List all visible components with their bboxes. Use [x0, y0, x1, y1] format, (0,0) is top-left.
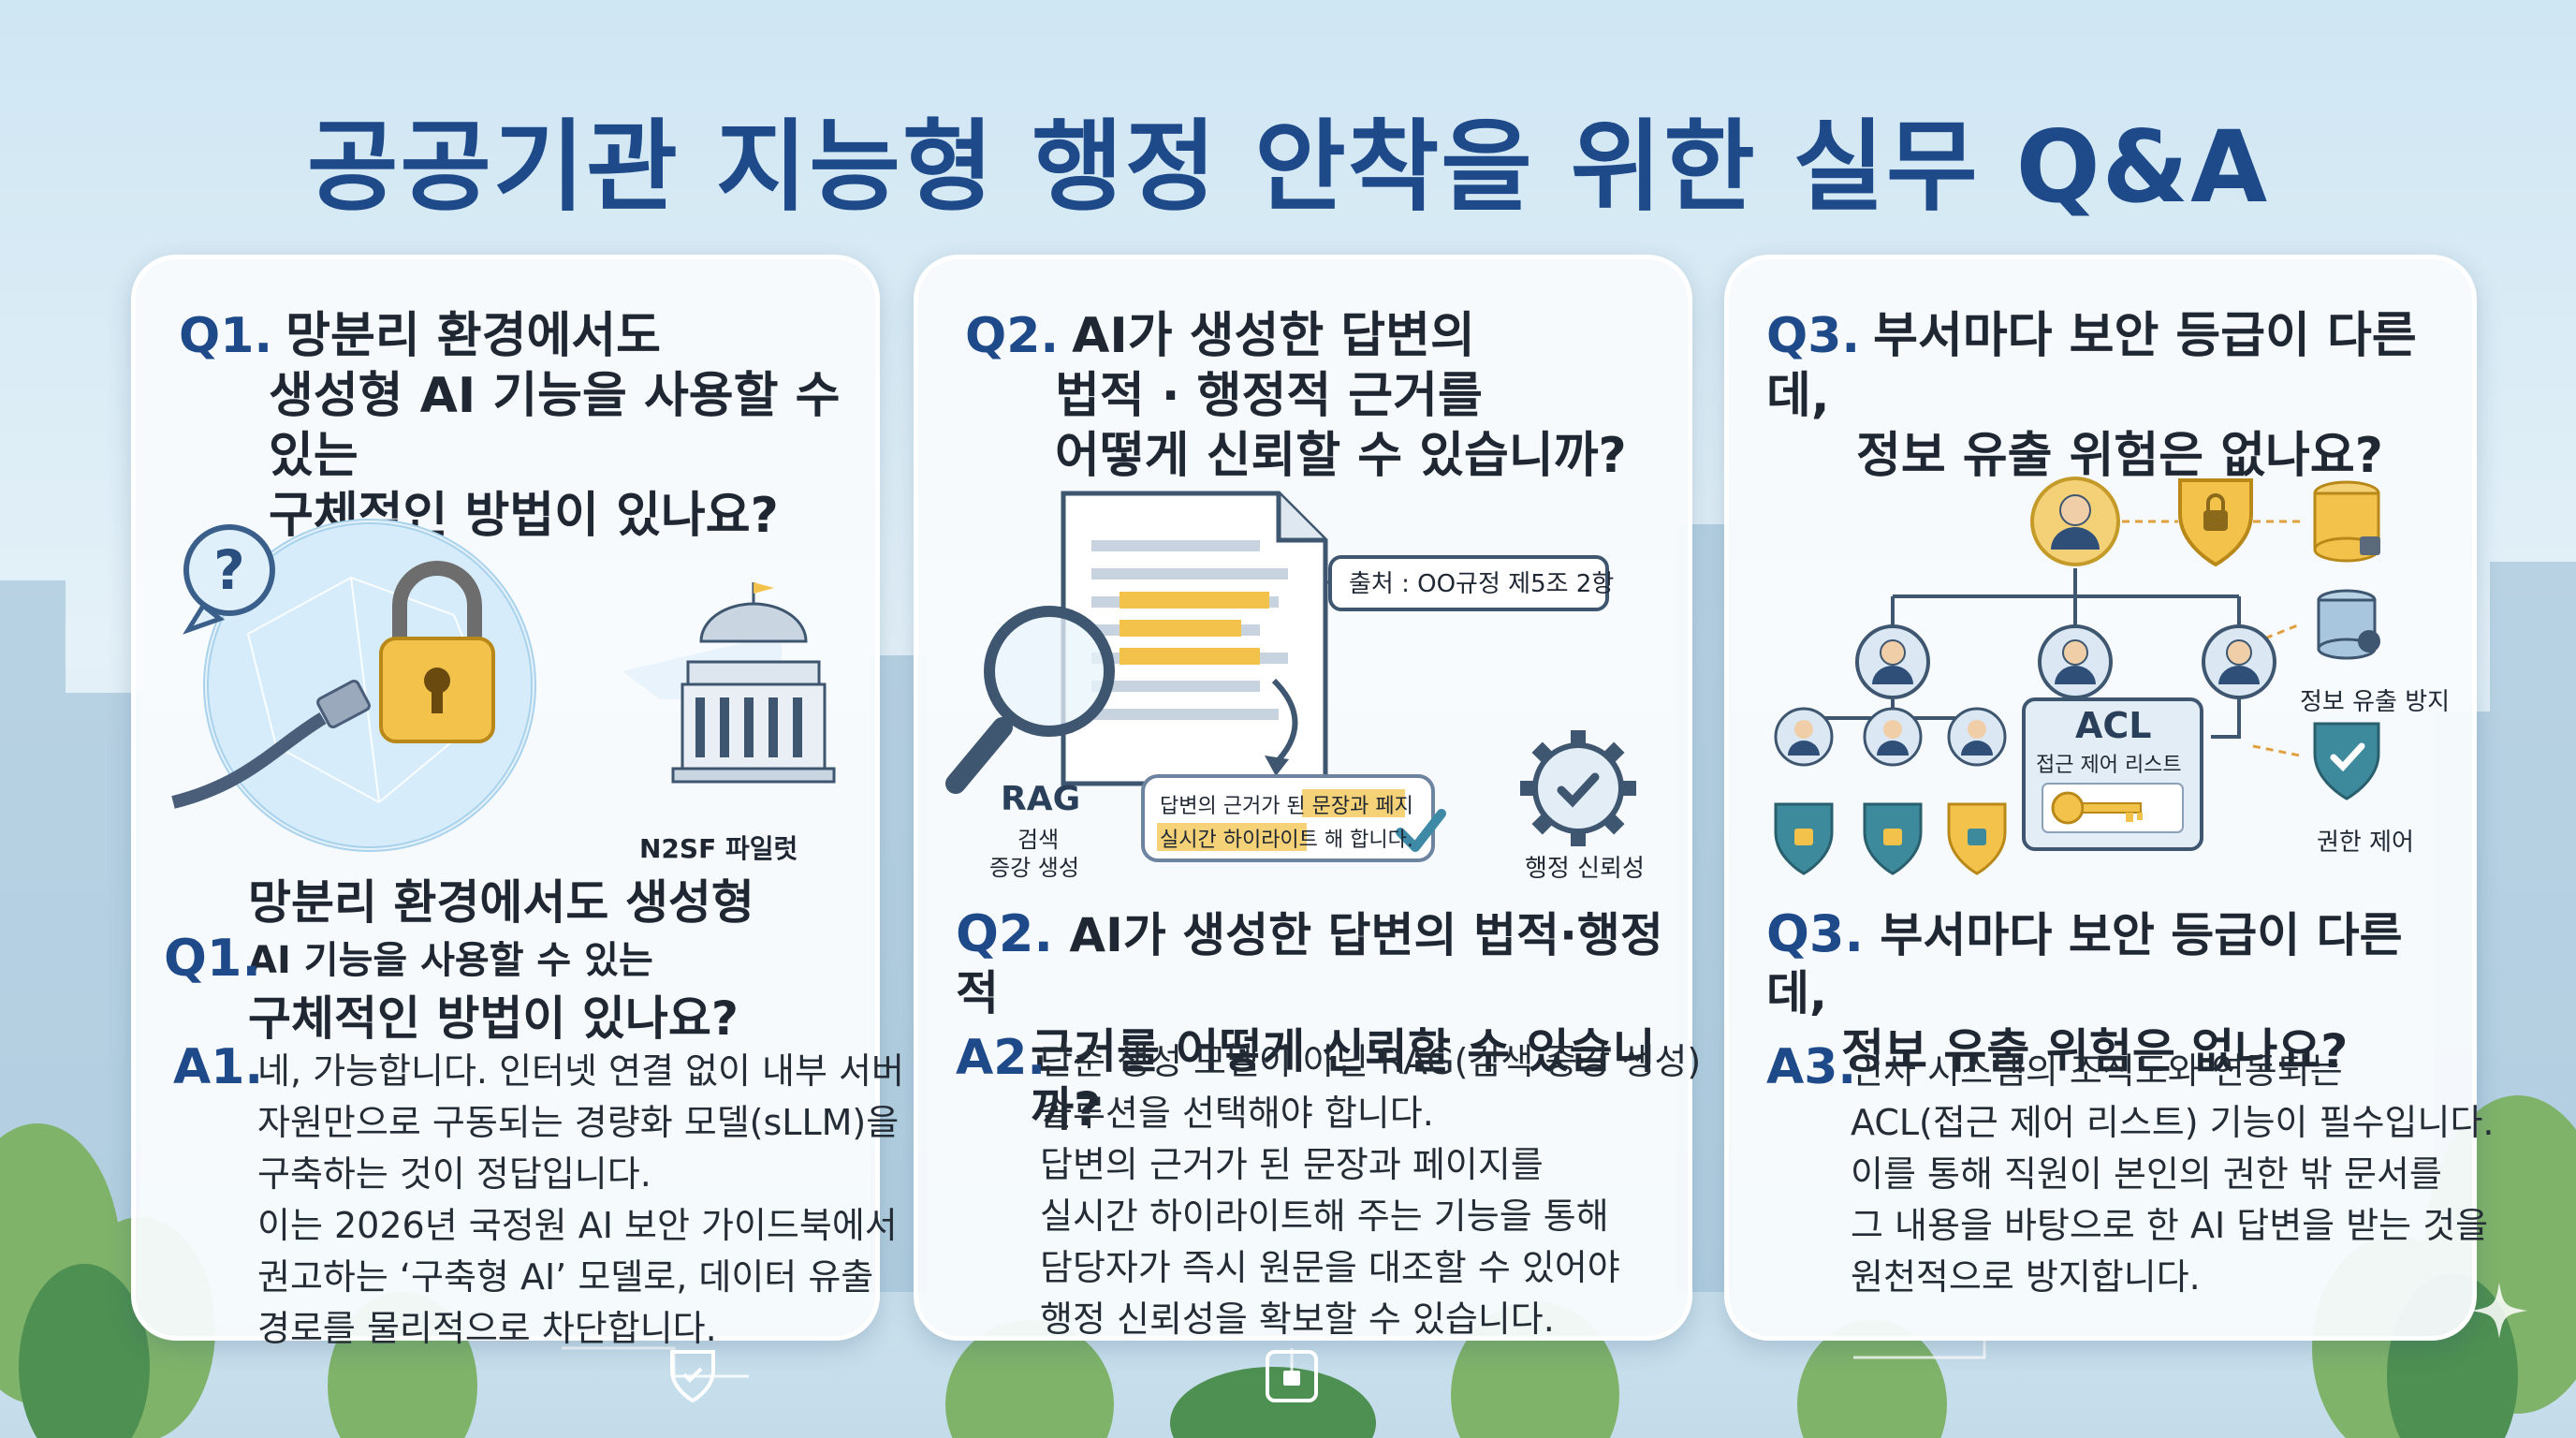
- shield-lock-icon: [1947, 802, 2007, 875]
- question-line: 구체적인 방법이 있나요?: [248, 991, 739, 1046]
- person-icon: [1774, 707, 1834, 767]
- highlight-text: 실시간 하이라이트 해 합니다.: [1160, 829, 1413, 852]
- answer-line: 이를 통해 직원이 본인의 권한 밖 문서를: [1851, 1153, 2442, 1195]
- question-line: AI가 생성한 답변의 법적·행정적: [956, 908, 1663, 1020]
- person-icon: [2030, 477, 2120, 566]
- answer-text: A1. 네, 가능합니다. 인터넷 연결 없이 내부 서버 자원만으로 구동되는…: [173, 1042, 904, 1355]
- answer-text: A2. 단순 생성 모델이 아닌 RAG(검색 증강 생성) 솔루션을 선택해야…: [956, 1030, 1702, 1345]
- answer-line: 구축하는 것이 정답입니다.: [257, 1153, 651, 1195]
- answer-number: A1.: [173, 1039, 264, 1095]
- check-gear-icon: [1520, 730, 1636, 846]
- question-line: 망분리 환경에서도 생성형: [248, 875, 754, 930]
- question-line: 근거를 어떻게 신뢰할 수 있습니까?: [1031, 1024, 1656, 1137]
- question-number: Q3.: [1766, 308, 1861, 364]
- question-line: 부서마다 보안 등급이 다른데,: [1766, 908, 2403, 1020]
- question-line: 망분리 환경에서도: [285, 308, 661, 364]
- highlight-text: 답변의 근거가 된 문장과 페지: [1160, 795, 1413, 818]
- answer-line: 원천적으로 방지합니다.: [1851, 1256, 2201, 1298]
- question-line: 어떻게 신뢰할 수 있습니까?: [1055, 428, 1627, 484]
- shield-check-icon: [2313, 722, 2380, 800]
- question-line: 정보 유출 위험은 없나요?: [1841, 1024, 2349, 1078]
- leak-caption: 정보 유출 방지: [2300, 688, 2451, 716]
- source-label: 출처 : OO규정 제5조 2항: [1349, 570, 1615, 598]
- question-heading: Q2.AI가 생성한 답변의 법적 · 행정적 근거를 어떻게 신뢰할 수 있습…: [965, 306, 1660, 486]
- qa-panel-1: Q1.망분리 환경에서도 생성형 AI 기능을 사용할 수 있는 구체적인 방법…: [131, 255, 904, 1349]
- highlight-callout: [1141, 774, 1446, 862]
- answer-line: 행정 신뢰성을 확보할 수 있습니다.: [1040, 1299, 1555, 1340]
- acl-title: ACL: [2075, 705, 2152, 746]
- database-lock-icon: [2313, 480, 2380, 563]
- person-icon: [1947, 707, 2007, 767]
- illustration-acl: [1774, 477, 2380, 875]
- answer-line: 그 내용을 바탕으로 한 AI 답변을 받는 것을: [1851, 1205, 2489, 1246]
- person-icon: [1855, 624, 1930, 699]
- source-callout: [1325, 555, 1609, 611]
- rag-title: RAG: [1001, 780, 1081, 818]
- usb-cable-icon: [171, 679, 371, 809]
- question-number: Q1.: [179, 308, 273, 364]
- page-title: 공공기관 지능형 행정 안착을 위한 실무 Q&A: [306, 110, 2270, 225]
- qa-panel-3: Q3.부서마다 보안 등급이 다른데, 정보 유출 위험은 없나요?: [1724, 255, 2495, 1341]
- acl-subtitle: 접근 제어 리스트: [2036, 754, 2182, 777]
- document-icon: [1061, 491, 1328, 786]
- question-line: 정보 유출 위험은 없나요?: [1856, 428, 2383, 484]
- magnifier-icon: [945, 606, 1115, 794]
- question-heading: Q3.부서마다 보안 등급이 다른데, 정보 유출 위험은 없나요?: [1766, 306, 2444, 486]
- illustration-airgap-ai: ?: [171, 519, 836, 852]
- answer-number: A2.: [956, 1030, 1046, 1086]
- answer-line: 자원만으로 구동되는 경량화 모델(sLLM)을: [257, 1102, 900, 1143]
- illustration-rag: [945, 491, 1636, 862]
- perm-caption: 권한 제어: [2317, 829, 2414, 857]
- shield-lock-icon: [1774, 802, 1834, 875]
- sub-question: Q1. 망분리 환경에서도 생성형 AI 기능을 사용할 수 있는 구체적인 방…: [164, 873, 853, 1048]
- qa-panel-2: Q2.AI가 생성한 답변의 법적 · 행정적 근거를 어떻게 신뢰할 수 있습…: [914, 255, 1701, 1341]
- answer-line: 담당자가 즉시 원문을 대조할 수 있어야: [1040, 1247, 1620, 1288]
- question-number: Q2.: [956, 904, 1053, 963]
- shield-lock-icon: [1863, 802, 1923, 875]
- person-icon: [2202, 624, 2276, 699]
- question-line: 법적 · 행정적 근거를: [1055, 368, 1483, 424]
- question-line: AI가 생성한 답변의: [1072, 308, 1475, 364]
- gear-caption: 행정 신뢰성: [1525, 855, 1645, 883]
- person-icon: [2038, 624, 2113, 699]
- government-building-icon: [622, 582, 836, 784]
- rag-subtitle: 검색: [1017, 827, 1060, 853]
- answer-line: 인사 시스템의 조직도와 연동되는: [1851, 1050, 2343, 1092]
- question-number: Q2.: [965, 308, 1060, 364]
- answer-text: A3. 인사 시스템의 조직도와 연동되는 ACL(접근 제어 리스트) 기능이…: [1766, 1042, 2495, 1303]
- sub-question: Q2. AI가 생성한 답변의 법적·행정적 근거를 어떻게 신뢰할 수 있습니…: [956, 905, 1665, 1138]
- answer-line: 솔루션을 선택해야 합니다.: [1040, 1093, 1434, 1134]
- question-number: Q3.: [1766, 904, 1864, 963]
- person-icon: [1863, 707, 1923, 767]
- n2sf-caption: N2SF 파일럿: [639, 833, 798, 864]
- question-number: Q1.: [164, 929, 261, 988]
- svg-text:?: ?: [213, 538, 245, 602]
- key-icon: [2051, 791, 2143, 825]
- answer-line: 네, 가능합니다. 인터넷 연결 없이 내부 서버: [257, 1050, 904, 1092]
- answer-line: ACL(접근 제어 리스트) 기능이 필수입니다.: [1851, 1102, 2495, 1143]
- database-lock-icon: [2317, 589, 2380, 660]
- answer-line: 권고하는 ‘구축형 AI’ 모델로, 데이터 유출: [257, 1256, 874, 1298]
- answer-line: 이는 2026년 국정원 AI 보안 가이드북에서: [257, 1205, 898, 1246]
- question-line: AI 기능을 사용할 수 있는: [248, 939, 653, 982]
- question-line: 부서마다 보안 등급이 다른데,: [1766, 308, 2417, 424]
- rag-subtitle: 증강 생성: [989, 855, 1079, 881]
- sub-question: Q3. 부서마다 보안 등급이 다른데, 정보 유출 위험은 없나요?: [1766, 905, 2450, 1080]
- answer-line: 실시간 하이라이트해 주는 기능을 통해: [1040, 1196, 1609, 1237]
- padlock-icon: [379, 561, 495, 743]
- answer-line: 답변의 근거가 된 문장과 페이지를: [1040, 1144, 1544, 1185]
- question-bubble-icon: ?: [183, 524, 275, 635]
- answer-line: 단순 생성 모델이 아닌 RAG(검색 증강 생성): [1040, 1041, 1702, 1082]
- answer-number: A3.: [1766, 1039, 1857, 1095]
- shield-lock-icon: [2178, 478, 2253, 567]
- question-line: 생성형 AI 기능을 사용할 수 있는: [269, 368, 841, 484]
- answer-line: 경로를 물리적으로 차단합니다.: [257, 1308, 717, 1349]
